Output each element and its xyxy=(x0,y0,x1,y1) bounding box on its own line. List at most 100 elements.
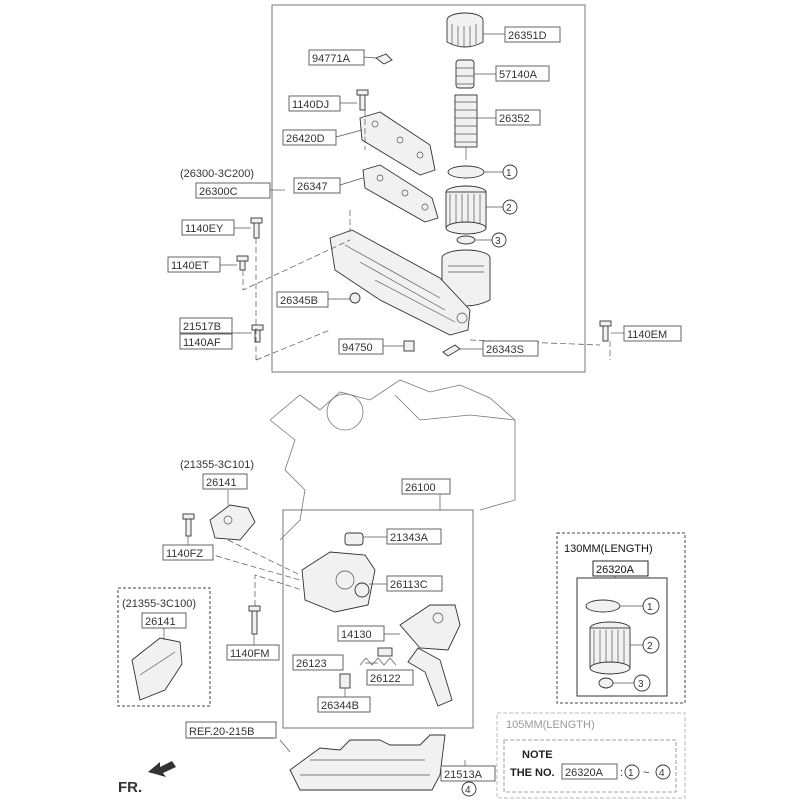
label-26122[interactable]: 26122 xyxy=(366,669,414,686)
kit-130mm-frame xyxy=(556,532,686,704)
kit-callout-1[interactable]: 1 xyxy=(642,597,660,615)
label-26141-lower[interactable]: 26141 xyxy=(141,612,187,629)
gasket-21343A[interactable] xyxy=(344,532,364,546)
svg-text:1: 1 xyxy=(647,602,653,613)
kit-callout-3[interactable]: 3 xyxy=(633,674,651,692)
svg-text:26100: 26100 xyxy=(405,482,436,494)
svg-text:26320A: 26320A xyxy=(596,564,635,576)
svg-text:REF.20-215B: REF.20-215B xyxy=(189,726,254,738)
bolt-1140DJ[interactable] xyxy=(356,89,369,111)
svg-text:26344B: 26344B xyxy=(321,700,359,712)
label-26300C[interactable]: 26300C xyxy=(195,182,271,199)
plug-26113C[interactable] xyxy=(354,582,370,598)
spring-26122[interactable] xyxy=(359,657,397,666)
label-26347[interactable]: 26347 xyxy=(293,177,341,194)
label-26113C[interactable]: 26113C xyxy=(386,575,443,592)
base-gasket-part[interactable] xyxy=(362,164,439,223)
bolt-1140ET[interactable] xyxy=(236,255,249,271)
note-tilde: ~ xyxy=(643,767,649,779)
label-21513A[interactable]: 21513A xyxy=(440,765,496,782)
housing-gasket-part[interactable] xyxy=(359,111,436,176)
note-callout-4: 4 xyxy=(655,764,671,780)
bolt-1140FZ[interactable] xyxy=(182,513,195,537)
label-1140AF[interactable]: 1140AF xyxy=(179,333,233,350)
label-1140DJ[interactable]: 1140DJ xyxy=(288,95,341,112)
kit-callout-2[interactable]: 2 xyxy=(642,636,660,654)
svg-text:26113C: 26113C xyxy=(390,579,428,591)
svg-text:14130: 14130 xyxy=(341,629,372,641)
label-21343A[interactable]: 21343A xyxy=(386,528,442,545)
svg-text:(21355-3C100): (21355-3C100) xyxy=(122,598,196,610)
kit-130-length-label: 130MM(LENGTH) xyxy=(564,543,653,555)
callout-3[interactable]: 3 xyxy=(491,232,507,248)
seal-26343S[interactable] xyxy=(442,344,461,357)
svg-text:1140EY: 1140EY xyxy=(185,223,224,235)
plug-26344B[interactable] xyxy=(339,673,351,689)
oil-pump-body-26100[interactable] xyxy=(301,551,376,613)
front-direction-arrow-icon xyxy=(148,761,176,777)
label-26352[interactable]: 26352 xyxy=(495,109,541,126)
kit-130-part-label[interactable]: 26320A xyxy=(592,560,649,577)
kit-leaders xyxy=(613,575,643,684)
svg-text:26141: 26141 xyxy=(145,616,176,628)
alt-cover-frame xyxy=(117,587,211,707)
cover-26141-upper[interactable] xyxy=(209,504,256,541)
callout-4[interactable]: 4 xyxy=(461,781,477,797)
sensor-94750[interactable] xyxy=(403,340,415,352)
label-26300-alt: (26300-3C200) xyxy=(180,168,254,180)
oil-strainer-part[interactable] xyxy=(455,59,475,89)
kit-o-ring-part[interactable] xyxy=(585,599,621,613)
o-ring-part[interactable] xyxy=(447,165,485,179)
callout-1[interactable]: 1 xyxy=(502,164,518,180)
oil-filter-cartridge-part[interactable] xyxy=(445,185,487,235)
label-26344B[interactable]: 26344B xyxy=(317,696,371,713)
small-o-ring-part[interactable] xyxy=(456,235,476,245)
label-14130[interactable]: 14130 xyxy=(337,625,385,642)
pipe-14130[interactable] xyxy=(399,604,461,707)
oil-filter-module-body[interactable] xyxy=(329,229,471,336)
note-callout-1: 1 xyxy=(624,764,640,780)
filter-element-part[interactable] xyxy=(454,94,478,160)
label-94771A[interactable]: 94771A xyxy=(308,49,365,66)
svg-text:26320A: 26320A xyxy=(565,767,604,779)
bolt-1140FM[interactable] xyxy=(248,605,261,635)
filter-cap-part[interactable] xyxy=(446,12,484,48)
label-1140FZ[interactable]: 1140FZ xyxy=(162,544,214,561)
clip-94771A[interactable] xyxy=(375,53,393,65)
svg-text:94750: 94750 xyxy=(342,342,373,354)
label-26141-upper[interactable]: 26141 xyxy=(202,473,248,490)
label-1140ET[interactable]: 1140ET xyxy=(167,256,221,273)
label-94750[interactable]: 94750 xyxy=(338,338,384,355)
label-26343S[interactable]: 26343S xyxy=(482,340,539,357)
note-part-label[interactable]: 26320A xyxy=(561,763,618,780)
label-26100[interactable]: 26100 xyxy=(401,478,451,495)
label-1140EM[interactable]: 1140EM xyxy=(623,325,682,342)
label-1140FM[interactable]: 1140FM xyxy=(226,644,280,661)
bolt-1140AF[interactable] xyxy=(251,324,264,343)
cover-26141-lower[interactable] xyxy=(131,637,183,701)
label-26351D[interactable]: 26351D xyxy=(504,26,561,43)
bolt-1140EY[interactable] xyxy=(250,217,263,239)
svg-text:2: 2 xyxy=(647,641,653,652)
plug-26345B[interactable] xyxy=(349,292,361,304)
svg-text:26122: 26122 xyxy=(370,673,401,685)
kit-filter-element-part[interactable] xyxy=(589,621,631,675)
svg-text:3: 3 xyxy=(638,679,644,690)
bolt-1140EM[interactable] xyxy=(599,320,612,342)
svg-text:(26300-3C200): (26300-3C200) xyxy=(180,168,254,180)
kit-small-o-ring-part[interactable] xyxy=(598,677,614,689)
upper-leader-lines xyxy=(220,33,624,361)
svg-text:26345B: 26345B xyxy=(280,295,318,307)
label-1140EY[interactable]: 1140EY xyxy=(181,219,235,236)
valve-26123[interactable] xyxy=(377,647,393,657)
label-26345B[interactable]: 26345B xyxy=(276,291,329,308)
callout-2[interactable]: 2 xyxy=(502,199,518,215)
label-26123[interactable]: 26123 xyxy=(292,654,344,671)
label-21355-100: (21355-3C100) xyxy=(122,598,196,610)
label-ref-20-215B[interactable]: REF.20-215B xyxy=(185,721,277,739)
label-57140A[interactable]: 57140A xyxy=(495,65,550,82)
svg-text:26352: 26352 xyxy=(499,113,530,125)
label-26420D[interactable]: 26420D xyxy=(282,129,337,146)
label-21517B[interactable]: 21517B xyxy=(179,317,233,334)
